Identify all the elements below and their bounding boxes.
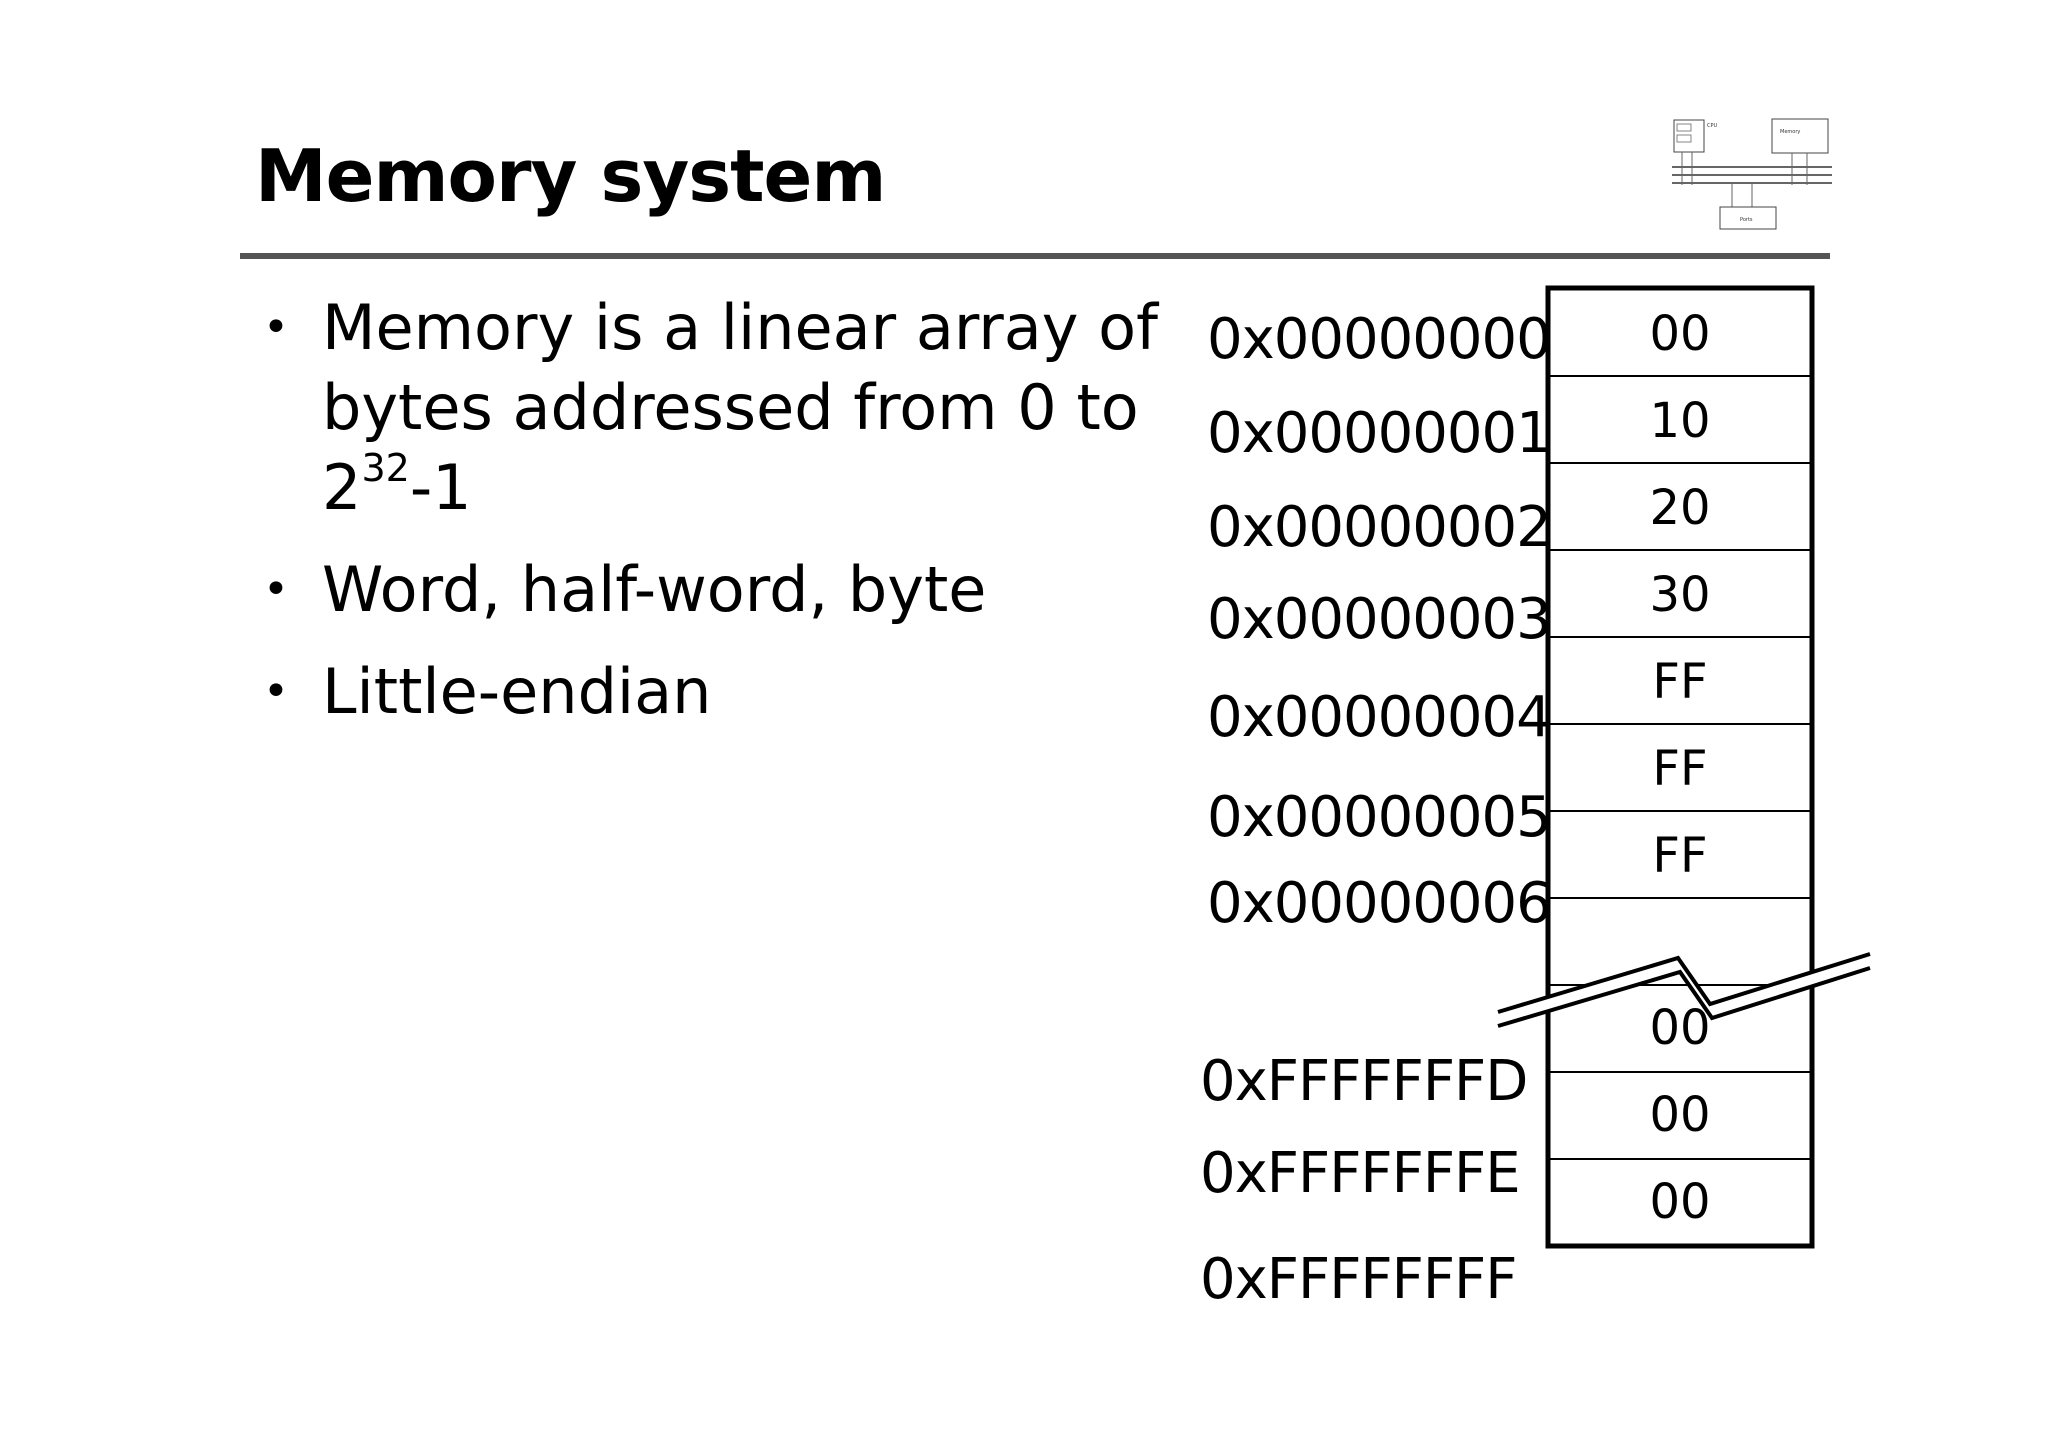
title-divider — [240, 253, 1830, 259]
break-marker — [1497, 952, 1871, 1028]
memory-cell-value: FF — [1652, 828, 1707, 884]
bullet-text: Word, half-word, byte — [322, 553, 987, 626]
address-label: 0x00000001 — [1207, 401, 1552, 466]
memory-label: Memory — [1780, 129, 1800, 135]
address-label: 0x00000002 — [1207, 495, 1552, 560]
bullet-text: Little-endian — [322, 655, 712, 728]
memory-cell-value: 00 — [1649, 1174, 1710, 1230]
memory-cell-value: FF — [1652, 741, 1707, 797]
memory-cell-value: 30 — [1649, 567, 1710, 623]
address-label: 0xFFFFFFFD — [1200, 1049, 1528, 1114]
memory-cell-value: 10 — [1649, 393, 1710, 449]
cpu-box — [1673, 119, 1705, 153]
page-title: Memory system — [255, 134, 886, 218]
bullet-item: • Little-endian — [255, 652, 1175, 732]
address-label: 0xFFFFFFFE — [1200, 1141, 1521, 1206]
memory-cell-value: 00 — [1649, 306, 1710, 362]
address-label: 0x00000003 — [1207, 587, 1552, 652]
bullet-dot: • — [263, 666, 289, 717]
memory-box — [1771, 118, 1829, 154]
system-diagram-thumbnail: CPU Memory Ports — [1672, 118, 1832, 230]
memory-cell-value: 00 — [1649, 1087, 1710, 1143]
ports-box — [1719, 206, 1777, 230]
bullet-item: • Word, half-word, byte — [255, 550, 1175, 630]
address-label: 0xFFFFFFFF — [1200, 1247, 1517, 1312]
ports-label: Ports — [1740, 217, 1753, 223]
memory-cell-value: 20 — [1649, 480, 1710, 536]
bullet-superscript: 32 — [361, 446, 410, 491]
address-label: 0x00000000 — [1207, 307, 1552, 372]
memory-cell-value: FF — [1652, 654, 1707, 710]
bullet-text-tail: -1 — [409, 451, 472, 524]
cpu-label: CPU — [1707, 123, 1718, 129]
bullet-text: Memory is a linear array of bytes addres… — [322, 291, 1158, 524]
bullet-item: • Memory is a linear array of bytes addr… — [255, 288, 1175, 528]
address-label: 0x00000006 — [1207, 871, 1552, 936]
bullet-list: • Memory is a linear array of bytes addr… — [255, 288, 1175, 754]
bullet-dot: • — [263, 302, 289, 353]
memory-cell-value: 00 — [1649, 1000, 1710, 1056]
memory-array-border — [1545, 285, 1815, 1249]
bullet-dot: • — [263, 564, 289, 615]
address-label: 0x00000005 — [1207, 785, 1552, 850]
address-label: 0x00000004 — [1207, 685, 1552, 750]
